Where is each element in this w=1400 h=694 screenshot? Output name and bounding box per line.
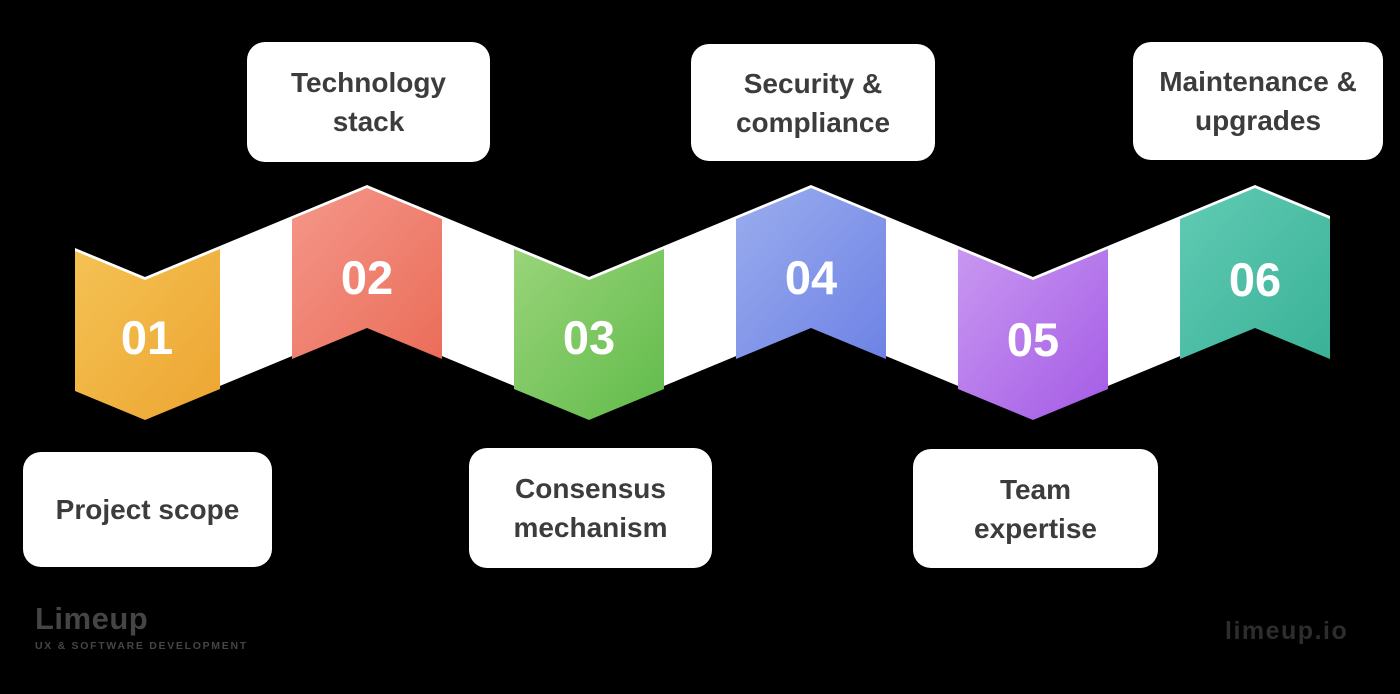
chevron-segment-02 [292, 188, 442, 359]
label-text: Project scope [55, 494, 240, 525]
label-text: Consensus [515, 473, 666, 504]
step-number-05: 05 [1007, 313, 1059, 366]
label-text: expertise [974, 512, 1097, 544]
chevron-segment-05 [958, 249, 1108, 420]
label-box-project-scope: Project scope [23, 452, 272, 567]
label-text: Security & [743, 67, 883, 99]
label-box-consensus-mechanism: Consensus mechanism [469, 448, 712, 568]
label-text: Team [999, 473, 1072, 505]
brand-logo-tagline: UX & SOFTWARE DEVELOPMENT [35, 640, 248, 652]
step-number-02: 02 [341, 251, 393, 304]
brand-logo: Limeup UX & SOFTWARE DEVELOPMENT [35, 601, 248, 652]
step-number-06: 06 [1229, 253, 1281, 306]
label-box-security-compliance: Security & compliance [691, 44, 935, 161]
chevron-segment-06 [1180, 188, 1330, 359]
chevron-segment-01 [75, 249, 220, 420]
label-text: Maintenance & [1159, 66, 1357, 97]
label-box-team-expertise: Team expertise [913, 449, 1158, 568]
step-number-04: 04 [785, 251, 837, 304]
ribbon-white-band [75, 185, 1330, 417]
label-box-maintenance-upgrades: Maintenance & upgrades [1133, 42, 1383, 160]
label-box-technology-stack: Technology stack [247, 42, 490, 162]
watermark-url: limeup.io [1225, 617, 1349, 645]
label-text: stack [332, 106, 405, 137]
label-text: Technology [290, 67, 447, 98]
brand-logo-text: Limeup [35, 601, 149, 636]
chevron-segment-04 [736, 188, 886, 359]
label-text: compliance [735, 106, 891, 138]
step-number-03: 03 [563, 311, 615, 364]
label-text: mechanism [513, 512, 668, 543]
label-text: upgrades [1194, 105, 1322, 136]
chevron-segment-03 [514, 249, 664, 420]
step-number-01: 01 [121, 311, 173, 364]
